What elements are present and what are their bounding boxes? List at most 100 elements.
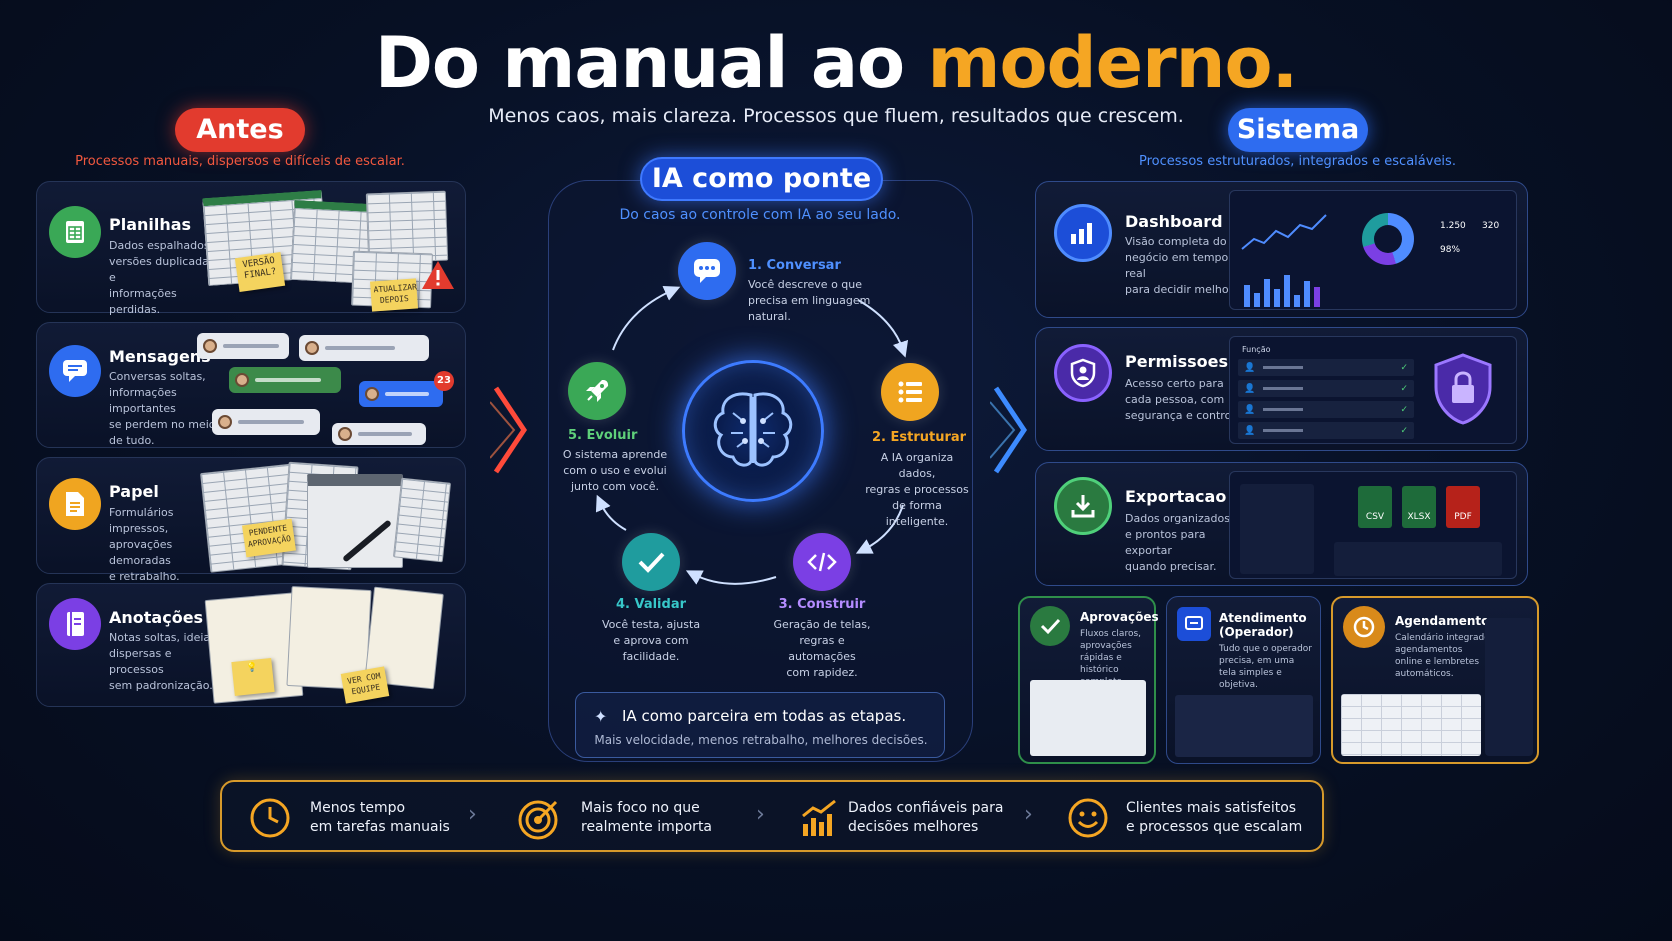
line-chart-thumb bbox=[1240, 209, 1328, 257]
cycle-arrows bbox=[595, 285, 909, 585]
card-title: Mensagens bbox=[109, 347, 211, 366]
title-accent: moderno. bbox=[927, 22, 1299, 104]
title-main: Do manual ao bbox=[374, 22, 928, 104]
download-icon bbox=[1054, 477, 1112, 535]
csv-file-icon[interactable]: CSV bbox=[1358, 486, 1392, 528]
permissions-table: Função 👤✓ 👤✓ 👤✓ 👤✓ bbox=[1229, 336, 1517, 444]
card-title: Papel bbox=[109, 482, 159, 501]
chevron-right-icon: › bbox=[468, 802, 477, 827]
page-subtitle: Menos caos, mais clareza. Processos que … bbox=[488, 105, 1184, 127]
spreadsheet-icon bbox=[49, 206, 101, 258]
message-bubble bbox=[212, 409, 320, 435]
antes-pill: Antes bbox=[175, 108, 305, 152]
xlsx-file-icon[interactable]: XLSX bbox=[1402, 486, 1436, 528]
check-circle-icon bbox=[1030, 606, 1070, 646]
step-title: 3. Construir bbox=[778, 597, 866, 612]
step-conversar-icon bbox=[678, 242, 736, 300]
message-bubble bbox=[299, 335, 429, 361]
table-row: 👤✓ bbox=[1238, 380, 1414, 397]
kpi-value: 98% bbox=[1440, 245, 1461, 255]
mini-title: Aprovações bbox=[1080, 610, 1159, 624]
card-title: Anotações bbox=[109, 608, 204, 627]
permission-rows: 👤✓ 👤✓ 👤✓ 👤✓ bbox=[1238, 359, 1414, 439]
step-title: 4. Validar bbox=[615, 597, 687, 612]
message-bubble bbox=[359, 381, 443, 407]
card-desc: Conversas soltas,informações importantes… bbox=[109, 370, 216, 447]
chevron-right-icon: › bbox=[1024, 802, 1033, 827]
pdf-file-icon[interactable]: PDF bbox=[1446, 486, 1480, 528]
approvals-list-thumb bbox=[1030, 680, 1146, 756]
step-construir-icon bbox=[793, 533, 851, 591]
table-thumb bbox=[1334, 542, 1502, 576]
brain-icon bbox=[682, 360, 824, 502]
sparkle-icon: ✦ bbox=[594, 707, 608, 726]
lightbulb-note: 💡 bbox=[231, 658, 275, 696]
card-title: Planilhas bbox=[109, 215, 192, 234]
kpi-value: 1.250 bbox=[1440, 221, 1466, 231]
table-row: 👤✓ bbox=[1238, 401, 1414, 418]
export-preview: CSV XLSX PDF bbox=[1229, 471, 1517, 579]
lock-shield-icon bbox=[1430, 351, 1496, 431]
card-desc: Formulários impressos,aprovações demorad… bbox=[109, 506, 180, 583]
chevron-right-icon bbox=[489, 380, 530, 484]
chevron-right-icon: › bbox=[756, 802, 765, 827]
chevron-right-icon bbox=[989, 380, 1030, 484]
table-label: Função bbox=[1242, 345, 1271, 354]
target-icon bbox=[516, 796, 562, 846]
ia-partner-sub: Mais velocidade, menos retrabalho, melho… bbox=[594, 733, 928, 747]
calendar-thumb bbox=[1341, 694, 1481, 756]
support-icon bbox=[1177, 607, 1211, 641]
ia-subtitle: Do caos ao controle com IA ao seu lado. bbox=[619, 207, 901, 223]
card-atendimento: Atendimento(Operador) Tudo que o operado… bbox=[1166, 596, 1321, 764]
kpi-value: 320 bbox=[1482, 221, 1500, 231]
growth-chart-icon bbox=[800, 798, 840, 842]
message-bubble bbox=[229, 367, 341, 393]
ia-partner-box: IA como parceira em todas as etapas. ✦ M… bbox=[575, 692, 945, 758]
card-papel: Papel Formulários impressos,aprovações d… bbox=[36, 457, 466, 583]
mini-title: Atendimento(Operador) bbox=[1219, 611, 1307, 639]
antes-subtitle: Processos manuais, dispersos e difíceis … bbox=[75, 154, 405, 169]
table-row: 👤✓ bbox=[1238, 422, 1414, 439]
check-icon: ✓ bbox=[1400, 404, 1408, 415]
unread-badge: 23 bbox=[434, 371, 454, 391]
page-title: Do manual ao moderno. bbox=[0, 22, 1672, 104]
check-icon: ✓ bbox=[1400, 362, 1408, 373]
shield-user-icon bbox=[1054, 344, 1112, 402]
step-evoluir-icon bbox=[568, 362, 626, 420]
mini-title: Agendamentos bbox=[1395, 614, 1497, 628]
chat-icon bbox=[49, 345, 101, 397]
card-title: Permissoes bbox=[1125, 352, 1229, 371]
bar-chart-icon bbox=[1054, 204, 1112, 262]
dashboard-preview: 1.250 320 98% bbox=[1229, 190, 1517, 310]
calendar-sidebar-thumb bbox=[1485, 618, 1533, 756]
message-bubble bbox=[332, 423, 426, 445]
clock-icon bbox=[248, 796, 292, 844]
donut-chart-thumb bbox=[1362, 213, 1414, 265]
table-row: 👤✓ bbox=[1238, 359, 1414, 376]
step-title: 1. Conversar bbox=[748, 258, 841, 273]
clock-icon bbox=[1343, 606, 1385, 648]
step-estruturar-icon bbox=[881, 363, 939, 421]
